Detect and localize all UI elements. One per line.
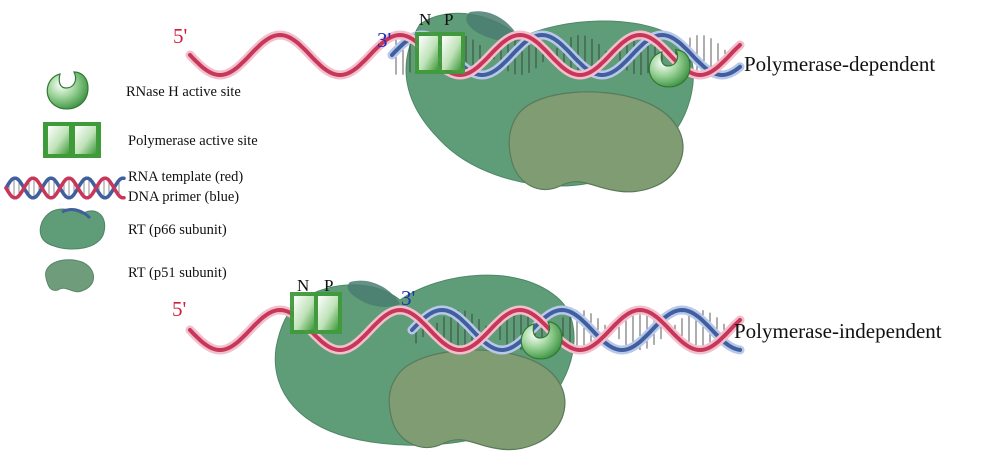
panel-polymerase-independent (185, 274, 745, 451)
rnase-h-active-site (520, 321, 563, 360)
five-prime-label: 5' (173, 24, 188, 48)
n-site-label: N (297, 276, 310, 295)
p-site-label: P (444, 10, 454, 29)
p51-subunit (388, 349, 566, 451)
p-site-label: P (324, 276, 334, 295)
rnase-h-icon (46, 71, 89, 110)
legend-dna-primer-label: DNA primer (blue) (128, 189, 240, 205)
legend-rna-template-label: RNA template (red) (128, 169, 244, 185)
n-site-label: N (419, 10, 432, 29)
legend (4, 71, 126, 293)
p66-icon-groove (61, 208, 92, 220)
legend-rnase-h-label: RNase H active site (126, 84, 241, 100)
legend-polymerase-site-label: Polymerase active site (128, 133, 258, 149)
five-prime-label: 5' (172, 297, 187, 321)
polymerase-active-site (290, 292, 342, 334)
p66-groove (466, 11, 520, 42)
panel-polymerase-dependent (185, 11, 745, 193)
polymerase-site-icon (43, 122, 101, 158)
panel-title-independent: Polymerase-independent (734, 319, 942, 343)
p66-subunit-icon (39, 208, 106, 250)
p51-subunit-icon (45, 259, 94, 293)
p51-subunit (508, 91, 684, 193)
legend-dna-strand (4, 176, 126, 200)
rna-template-strand (188, 307, 742, 353)
rna-template-strand (188, 32, 742, 78)
legend-rna-strand (4, 176, 126, 200)
polymerase-active-site (415, 32, 465, 74)
legend-p66-label: RT (p66 subunit) (128, 222, 227, 238)
three-prime-label: 3' (401, 286, 416, 310)
legend-p51-label: RT (p51 subunit) (128, 265, 227, 281)
rna-dna-duplex-icon (4, 176, 126, 200)
dna-primer-strand (410, 307, 742, 353)
rnase-h-active-site (648, 49, 691, 88)
nucleic-acid-duplex (185, 305, 745, 355)
panel-title-dependent: Polymerase-dependent (744, 52, 936, 76)
p66-groove (347, 280, 400, 307)
three-prime-label: 3' (377, 28, 392, 52)
